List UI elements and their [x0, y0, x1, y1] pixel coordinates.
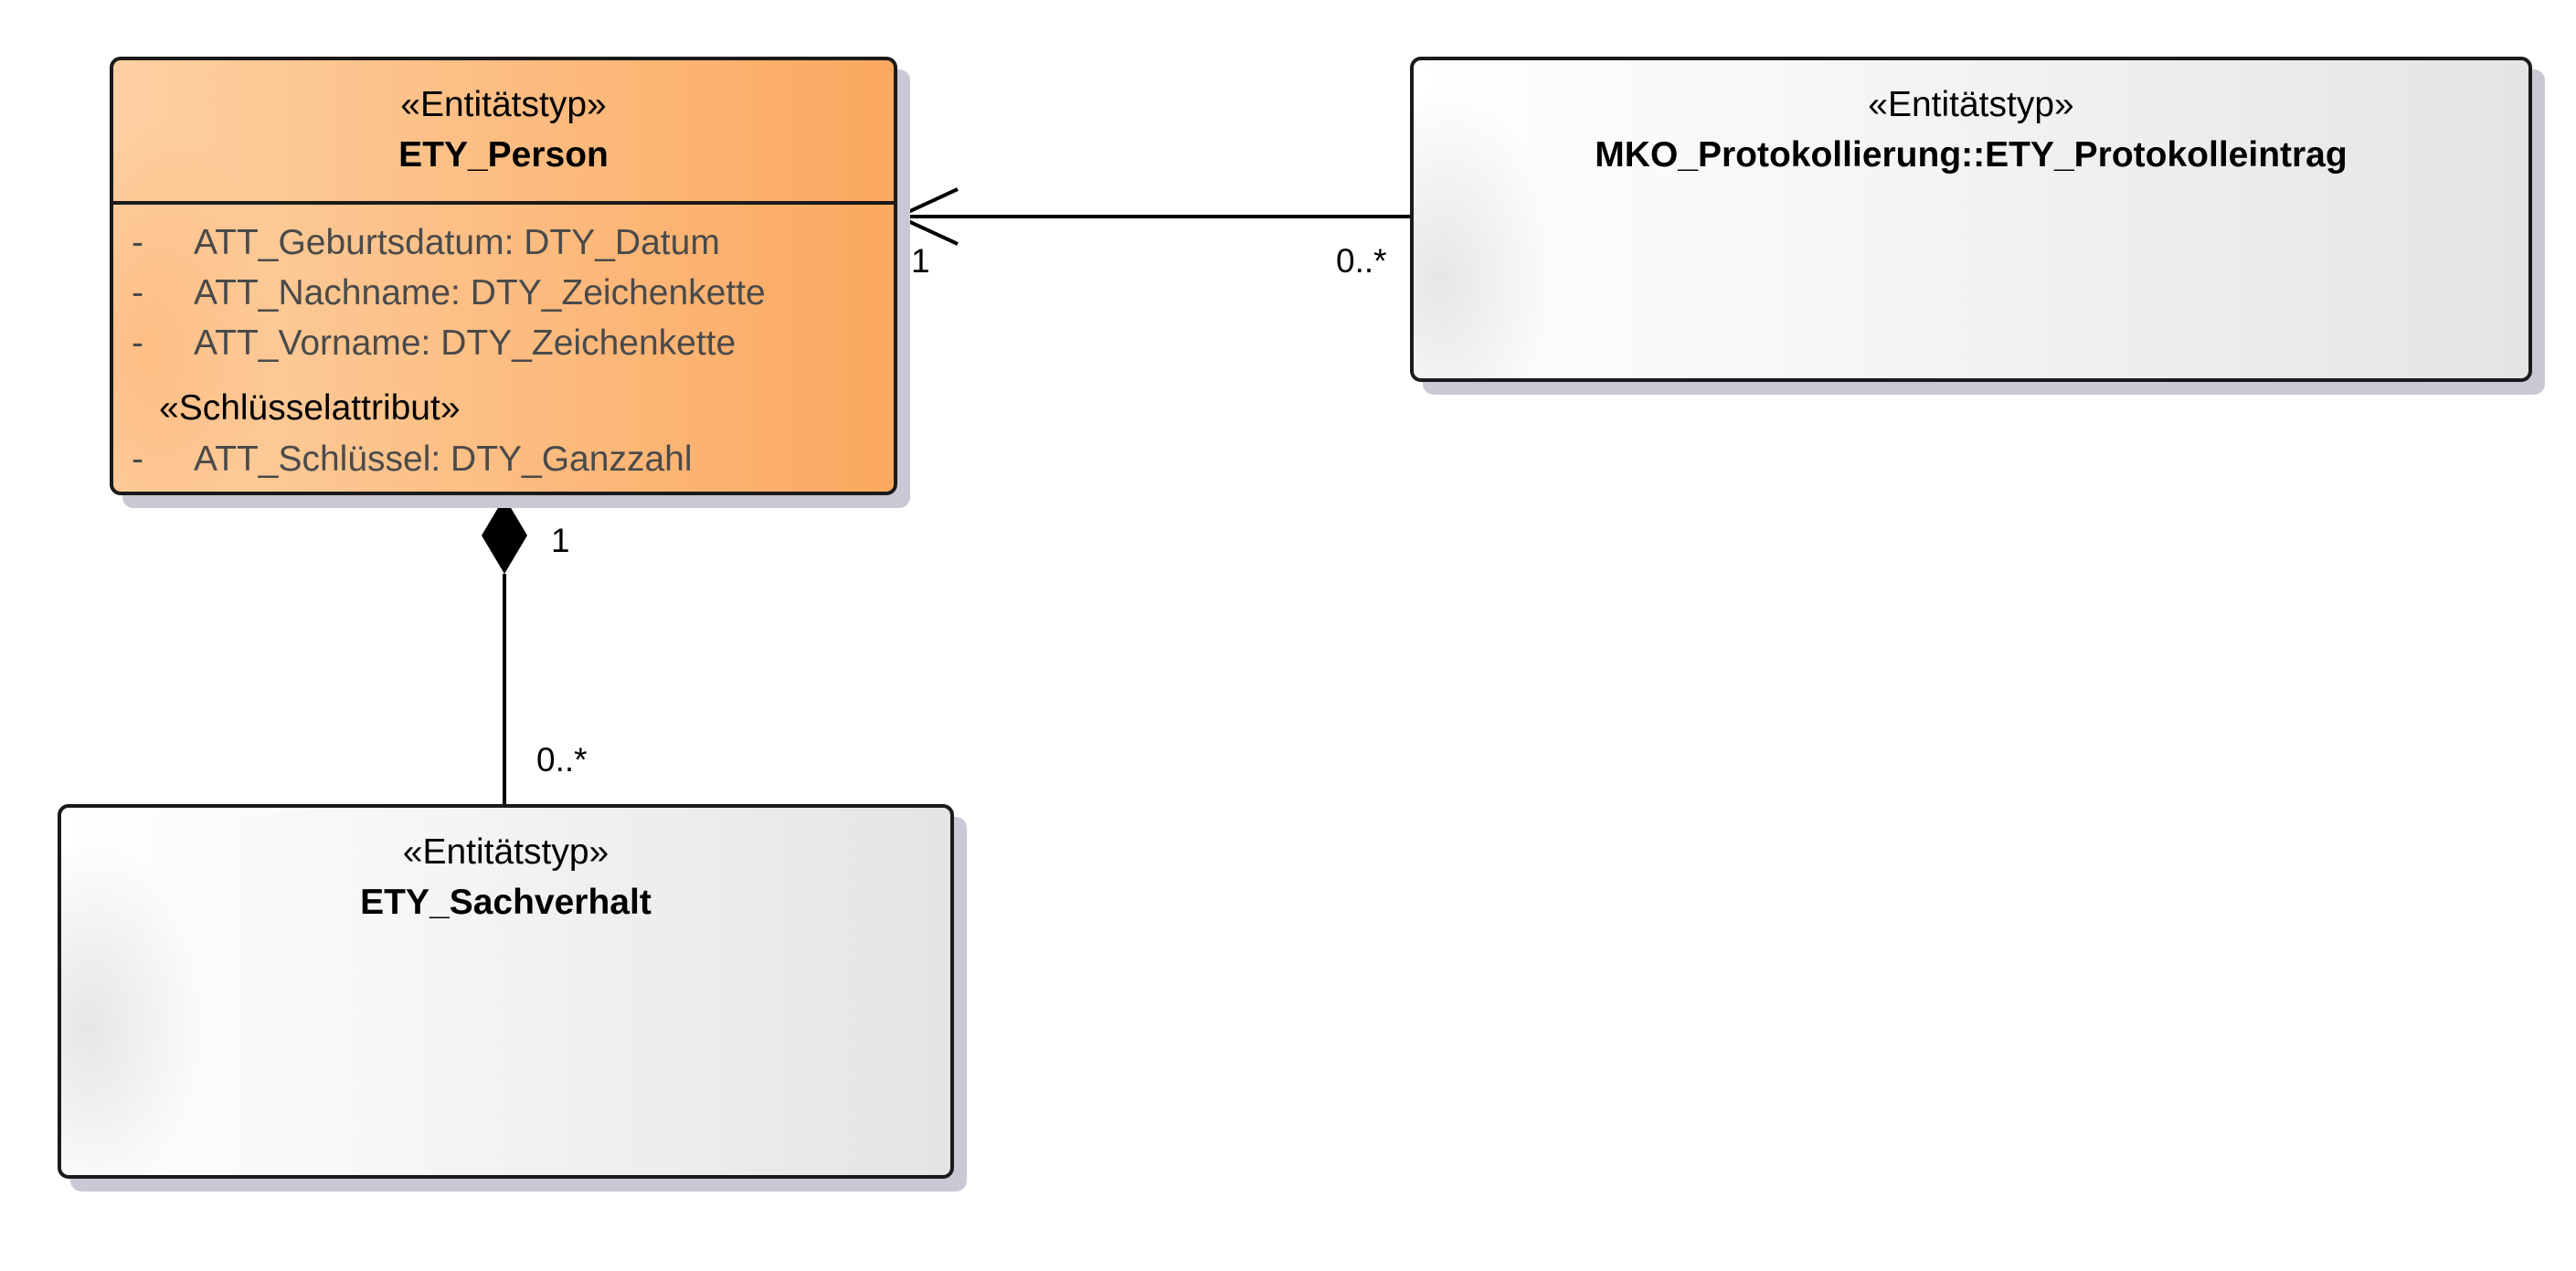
stereotype-label: «Entitätstyp»: [400, 85, 607, 124]
attribute-text: ATT_Vorname: DTY_Zeichenkette: [194, 323, 737, 363]
visibility-marker: -: [132, 323, 143, 363]
class-header: «Entitätstyp» MKO_Protokollierung::ETY_P…: [1414, 60, 2528, 181]
composition-diamond-icon: [482, 497, 527, 574]
multiplicity-protokolleintrag-end: 0..*: [1336, 242, 1387, 280]
class-ety-person[interactable]: «Entitätstyp» ETY_Person - ATT_Geburtsda…: [110, 57, 897, 495]
visibility-marker: -: [132, 440, 143, 479]
stereotype-label: «Entitätstyp»: [402, 832, 610, 872]
class-name: ETY_Sachverhalt: [360, 883, 652, 922]
attribute-compartment: - ATT_Geburtsdatum: DTY_Datum - ATT_Nach…: [113, 201, 894, 484]
attribute-row[interactable]: - ATT_Vorname: DTY_Zeichenkette: [113, 318, 894, 368]
key-attribute-row[interactable]: - ATT_Schlüssel: DTY_Ganzzahl: [113, 434, 894, 484]
key-attribute-stereotype: «Schlüsselattribut»: [159, 388, 461, 428]
multiplicity-composition-part: 0..*: [536, 741, 588, 778]
open-arrowhead-icon: [894, 187, 959, 246]
attribute-row[interactable]: - ATT_Geburtsdatum: DTY_Datum: [113, 217, 894, 268]
attribute-text: ATT_Geburtsdatum: DTY_Datum: [194, 223, 720, 262]
multiplicity-person-end: 1: [911, 242, 930, 280]
class-name: ETY_Person: [398, 135, 609, 175]
attribute-row[interactable]: - ATT_Nachname: DTY_Zeichenkette: [113, 268, 894, 318]
attribute-text: ATT_Nachname: DTY_Zeichenkette: [194, 273, 766, 312]
class-ety-protokolleintrag[interactable]: «Entitätstyp» MKO_Protokollierung::ETY_P…: [1410, 57, 2532, 382]
class-ety-sachverhalt[interactable]: «Entitätstyp» ETY_Sachverhalt: [58, 804, 954, 1179]
multiplicity-composition-whole: 1: [551, 522, 570, 559]
class-header: «Entitätstyp» ETY_Person: [113, 60, 894, 181]
visibility-marker: -: [132, 273, 143, 312]
class-name: MKO_Protokollierung::ETY_Protokolleintra…: [1595, 135, 2348, 175]
attribute-text: ATT_Schlüssel: DTY_Ganzzahl: [194, 440, 693, 479]
stereotype-label: «Entitätstyp»: [1868, 85, 2074, 124]
class-header: «Entitätstyp» ETY_Sachverhalt: [61, 808, 950, 928]
visibility-marker: -: [132, 223, 143, 262]
